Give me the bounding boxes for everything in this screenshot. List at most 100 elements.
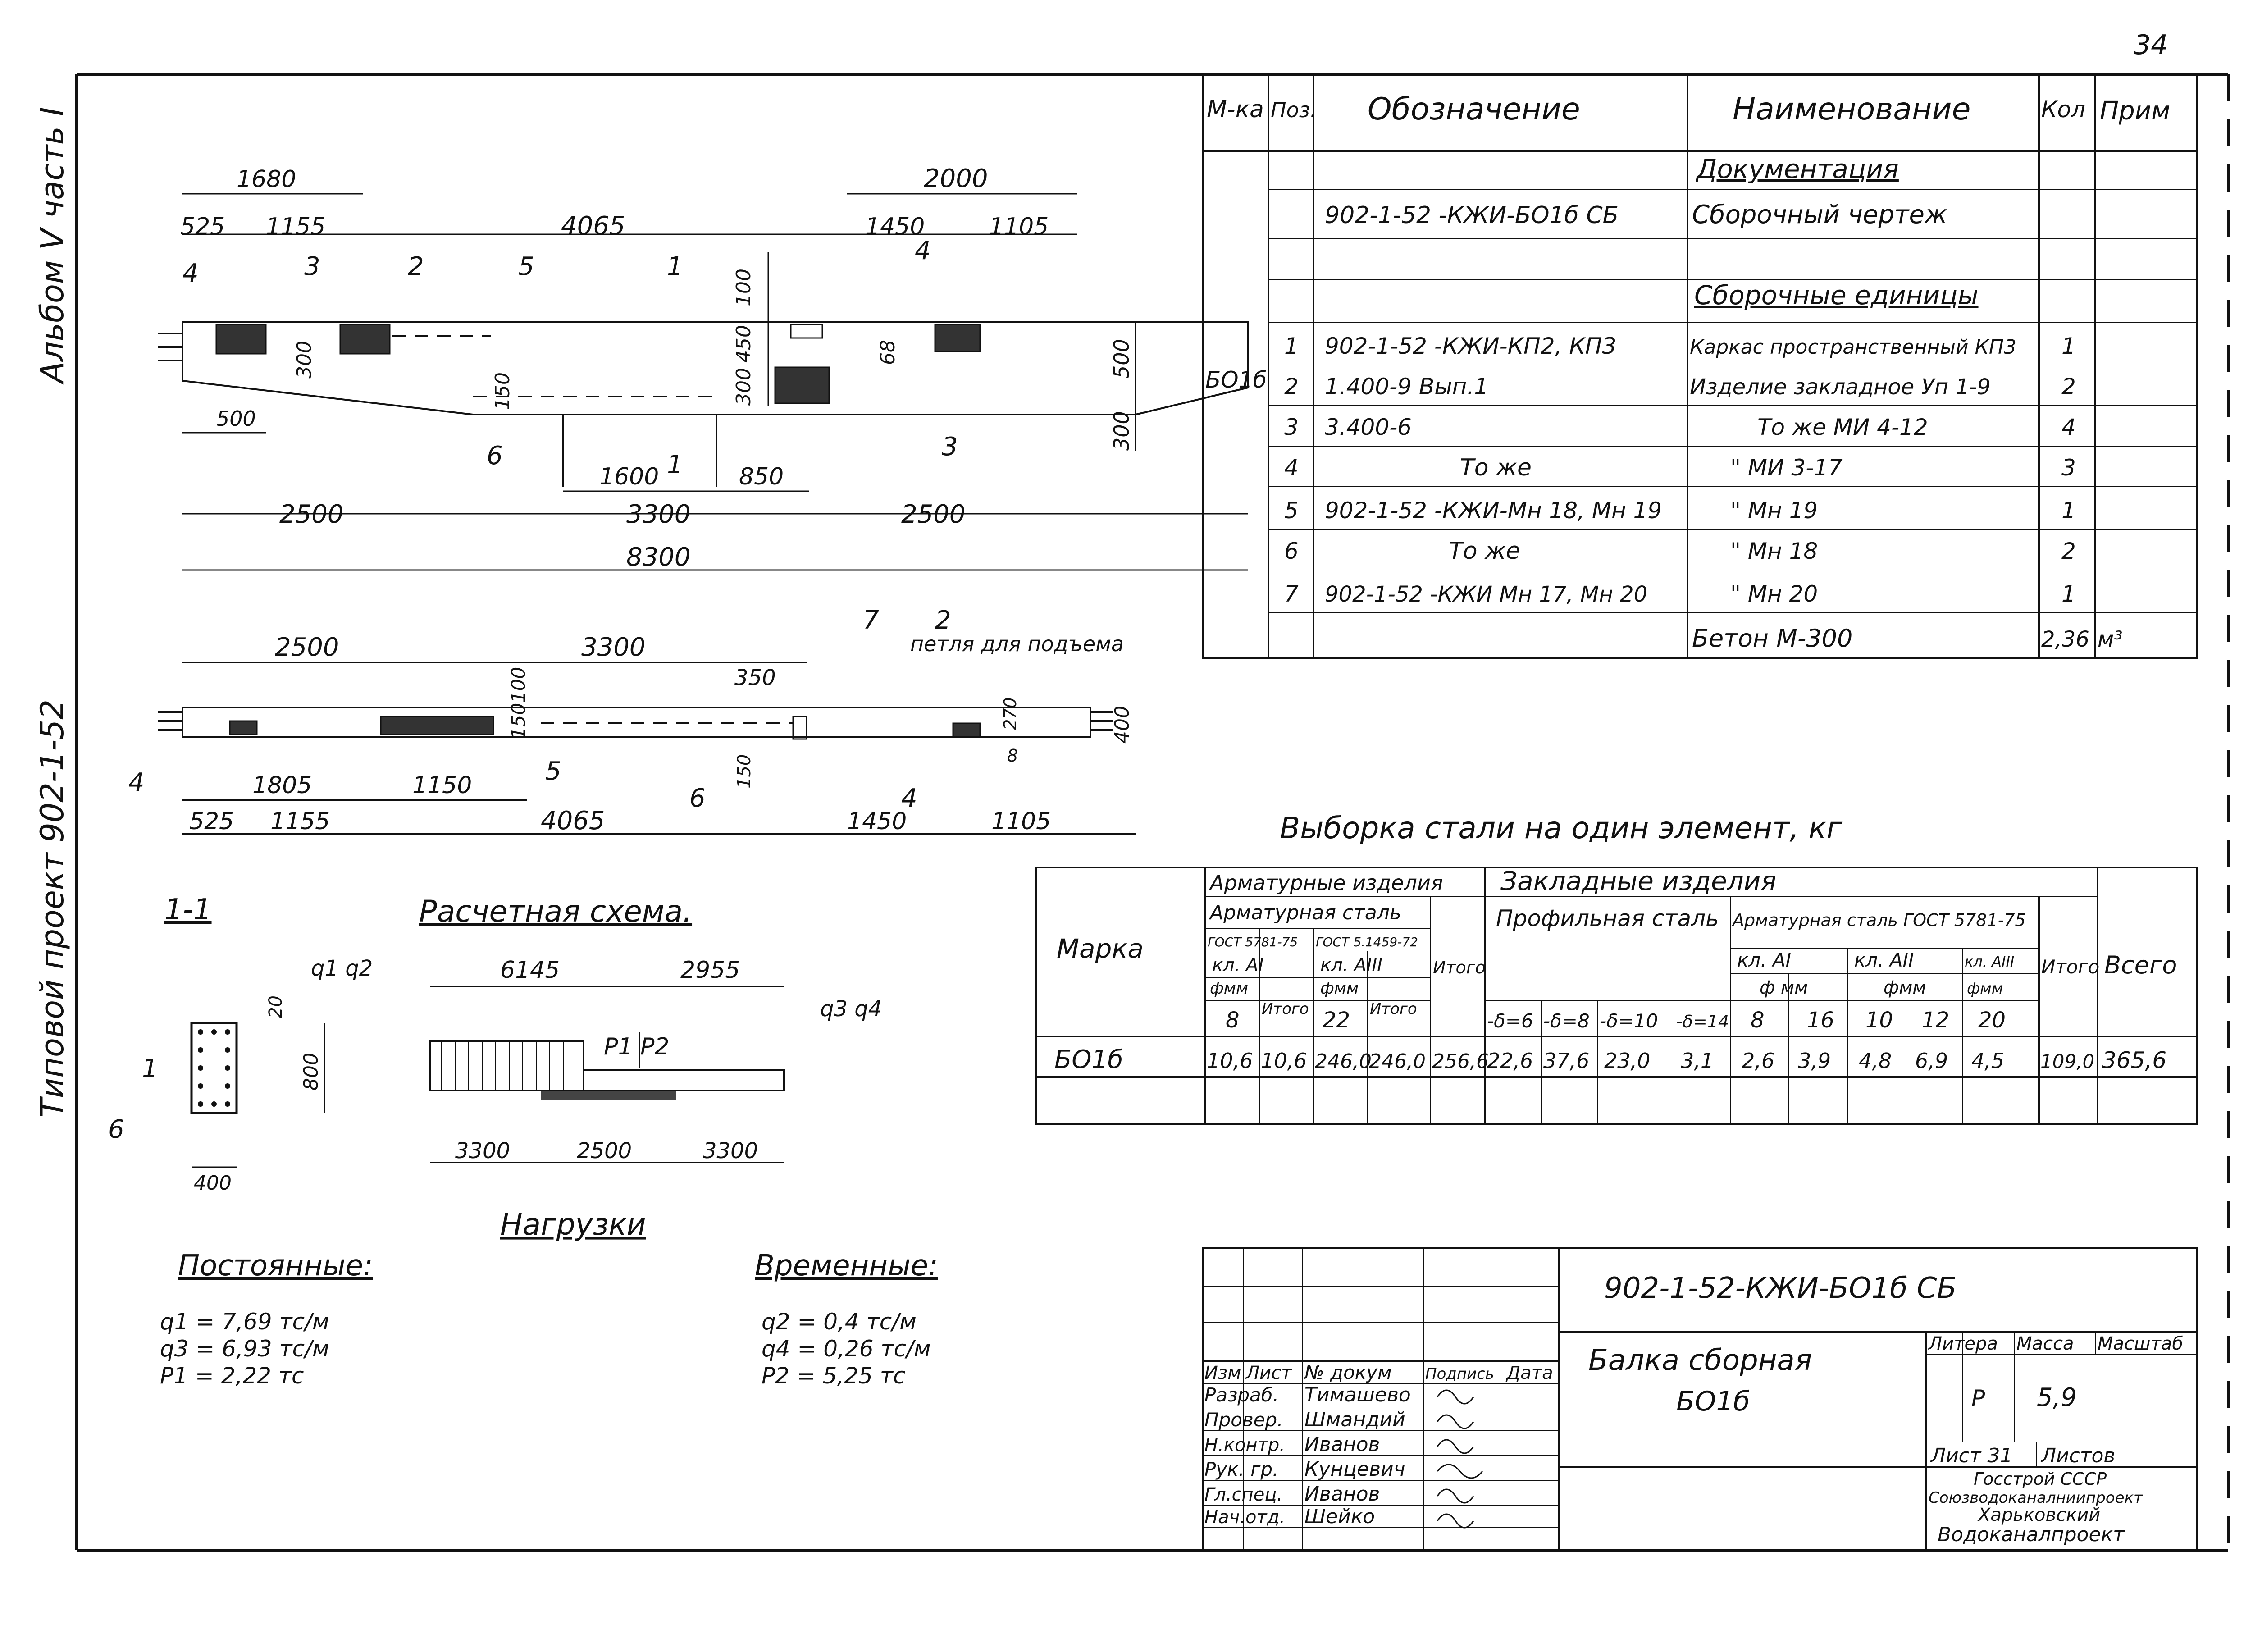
- dim-300-right: 300: [1109, 411, 1134, 451]
- scheme-dim-3300-a: 3300: [455, 1138, 510, 1164]
- dim-1105: 1105: [989, 213, 1049, 240]
- steel-h-ed16: 16: [1807, 1008, 1834, 1033]
- section-dim-400: 400: [194, 1172, 232, 1195]
- dim-2500-b: 2500: [901, 500, 966, 529]
- plan-dim-3300: 3300: [581, 633, 646, 662]
- specification-table: М-ка Поз. Обозначение Наименование Кол П…: [1202, 73, 2198, 659]
- dim-68: 68: [876, 340, 899, 365]
- steel-h-ed20: 20: [1978, 1008, 2006, 1033]
- dim-500-left: 500: [216, 406, 256, 431]
- tb-role-1: Разраб.: [1204, 1384, 1279, 1406]
- steel-v-14: 4,5: [1971, 1049, 2004, 1073]
- spec-name-3: То же МИ 4-12: [1757, 414, 1928, 440]
- spec-code-3: 3.400-6: [1325, 414, 1412, 440]
- loads-title: Нагрузки: [500, 1207, 646, 1242]
- temporary-q4: q4 = 0,26 тс/м: [762, 1336, 931, 1362]
- spec-h-mark: М-ка: [1207, 96, 1264, 123]
- scheme-dim-3300-b: 3300: [703, 1138, 758, 1164]
- steel-h-total-2: Итого: [1370, 1000, 1417, 1018]
- tb-mass-label: Масса: [2016, 1333, 2074, 1354]
- steel-h-emb-a1: кл. АI: [1737, 949, 1791, 971]
- spec-h-code: Обозначение: [1368, 91, 1580, 127]
- spec-section-docs: Документация: [1695, 154, 1899, 184]
- steel-v-6: 22,6: [1487, 1049, 1533, 1073]
- section-callout-1: 1: [142, 1054, 158, 1083]
- dim-8300: 8300: [626, 543, 691, 572]
- tb-role-4: Рук. гр.: [1204, 1458, 1278, 1480]
- dim-1450: 1450: [865, 213, 925, 240]
- plan-dim-350: 350: [734, 665, 776, 690]
- lifting-loop-note: петля для подъема: [910, 632, 1124, 656]
- callout-3-right: 3: [942, 432, 958, 461]
- title-block: 902-1-52-КЖИ-БО1б СБ Балка сборная БО1б …: [1202, 1247, 2198, 1551]
- steel-h-ed10: 10: [1865, 1008, 1893, 1033]
- tb-name-1: Балка сборная: [1588, 1344, 1812, 1377]
- steel-h-gost2: ГОСТ 5.1459-72: [1316, 935, 1418, 949]
- spec-code-2: 1.400-9 Вып.1: [1325, 374, 1488, 400]
- steel-v-9: 3,1: [1681, 1049, 1714, 1073]
- scheme-dim-2500: 2500: [577, 1138, 632, 1164]
- spec-qty-2: 2: [2061, 374, 2076, 400]
- section-dim-800: 800: [300, 1053, 323, 1091]
- dim-300-mid: 300: [732, 368, 755, 406]
- spec-name-1: Каркас пространственный КП3: [1690, 336, 2016, 359]
- callout-1-top: 1: [667, 252, 683, 281]
- steel-v-8: 23,0: [1604, 1049, 1650, 1073]
- steel-h-t10: -δ=10: [1600, 1010, 1658, 1032]
- steel-v-12: 4,8: [1859, 1049, 1892, 1073]
- dim-1680: 1680: [237, 166, 296, 193]
- tb-org-3: Харьковский: [1977, 1505, 2100, 1525]
- steel-h-emb-a2: кл. АII: [1854, 949, 1914, 971]
- temporary-q2: q2 = 0,4 тс/м: [762, 1309, 917, 1335]
- tb-role-6: Нач.отд.: [1204, 1507, 1285, 1528]
- steel-h-emb-diam-2: фмм: [1884, 977, 1926, 998]
- elevation-dim-lines: [182, 193, 1248, 571]
- spec-h-pos: Поз.: [1271, 98, 1317, 122]
- callout-1-bottom: 1: [667, 450, 683, 479]
- steel-h-all: Всего: [2104, 951, 2177, 979]
- spec-concrete-qty: 2,36: [2041, 627, 2089, 652]
- spec-pos-5: 5: [1284, 497, 1299, 524]
- steel-h-profile: Профильная сталь: [1496, 905, 1719, 931]
- steel-h-cls-a3: кл. АIII: [1320, 955, 1382, 976]
- plan-dim-1450: 1450: [847, 808, 907, 835]
- permanent-p1: P1 = 2,22 тс: [160, 1363, 304, 1389]
- scheme-forces: P1 P2: [604, 1033, 669, 1060]
- tb-mass: 5,9: [2037, 1383, 2077, 1412]
- tb-org-2: Союзводоканалниипроект: [1929, 1489, 2143, 1507]
- callout-3-left: 3: [304, 252, 320, 281]
- spec-concrete: Бетон М-300: [1692, 624, 1852, 653]
- tb-h-list: Лист: [1245, 1363, 1292, 1383]
- section-1-1: 1-1 20 800 400 1 6: [108, 893, 325, 1195]
- steel-h-emb-reinf: Арматурная сталь ГОСТ 5781-75: [1731, 910, 2026, 930]
- callout-5: 5: [518, 252, 534, 281]
- tb-h-date: Дата: [1505, 1363, 1553, 1383]
- temporary-title: Временные:: [755, 1249, 938, 1282]
- dim-850: 850: [739, 463, 784, 490]
- steel-h-total-3: Итого: [1433, 958, 1486, 977]
- plan-dim-525: 525: [189, 808, 234, 835]
- spec-code-5: 902-1-52 -КЖИ-Мн 18, Мн 19: [1325, 497, 1662, 524]
- tb-person-1: Тимашево: [1304, 1383, 1411, 1406]
- tb-org-1: Госстрой СССР: [1974, 1469, 2107, 1489]
- plan-callout-8: 8: [1007, 746, 1018, 766]
- section-title: 1-1: [164, 893, 212, 926]
- spec-pos-7: 7: [1284, 581, 1299, 607]
- steel-v-7: 37,6: [1543, 1049, 1589, 1073]
- spec-name-2: Изделие закладное Уп 1-9: [1690, 374, 1991, 400]
- spec-pos-3: 3: [1284, 414, 1299, 440]
- steel-h-total-4: Итого: [2041, 956, 2099, 978]
- tb-litera-label: Литера: [1928, 1333, 1998, 1354]
- spec-h-note: Прим: [2100, 96, 2170, 126]
- spec-mark: БО1б: [1205, 367, 1267, 393]
- plan-dim-1155: 1155: [270, 808, 330, 835]
- steel-table: Выборка стали на один элемент, кг: [1035, 811, 2198, 1125]
- plan-dim-1805: 1805: [252, 772, 312, 799]
- tb-name-2: БО1б: [1676, 1386, 1750, 1417]
- steel-h-marka: Марка: [1057, 933, 1144, 964]
- tb-role-2: Провер.: [1204, 1409, 1283, 1431]
- signatures: [1437, 1389, 1483, 1529]
- steel-v-10: 2,6: [1742, 1049, 1774, 1073]
- plan-callout-7: 7: [863, 606, 879, 635]
